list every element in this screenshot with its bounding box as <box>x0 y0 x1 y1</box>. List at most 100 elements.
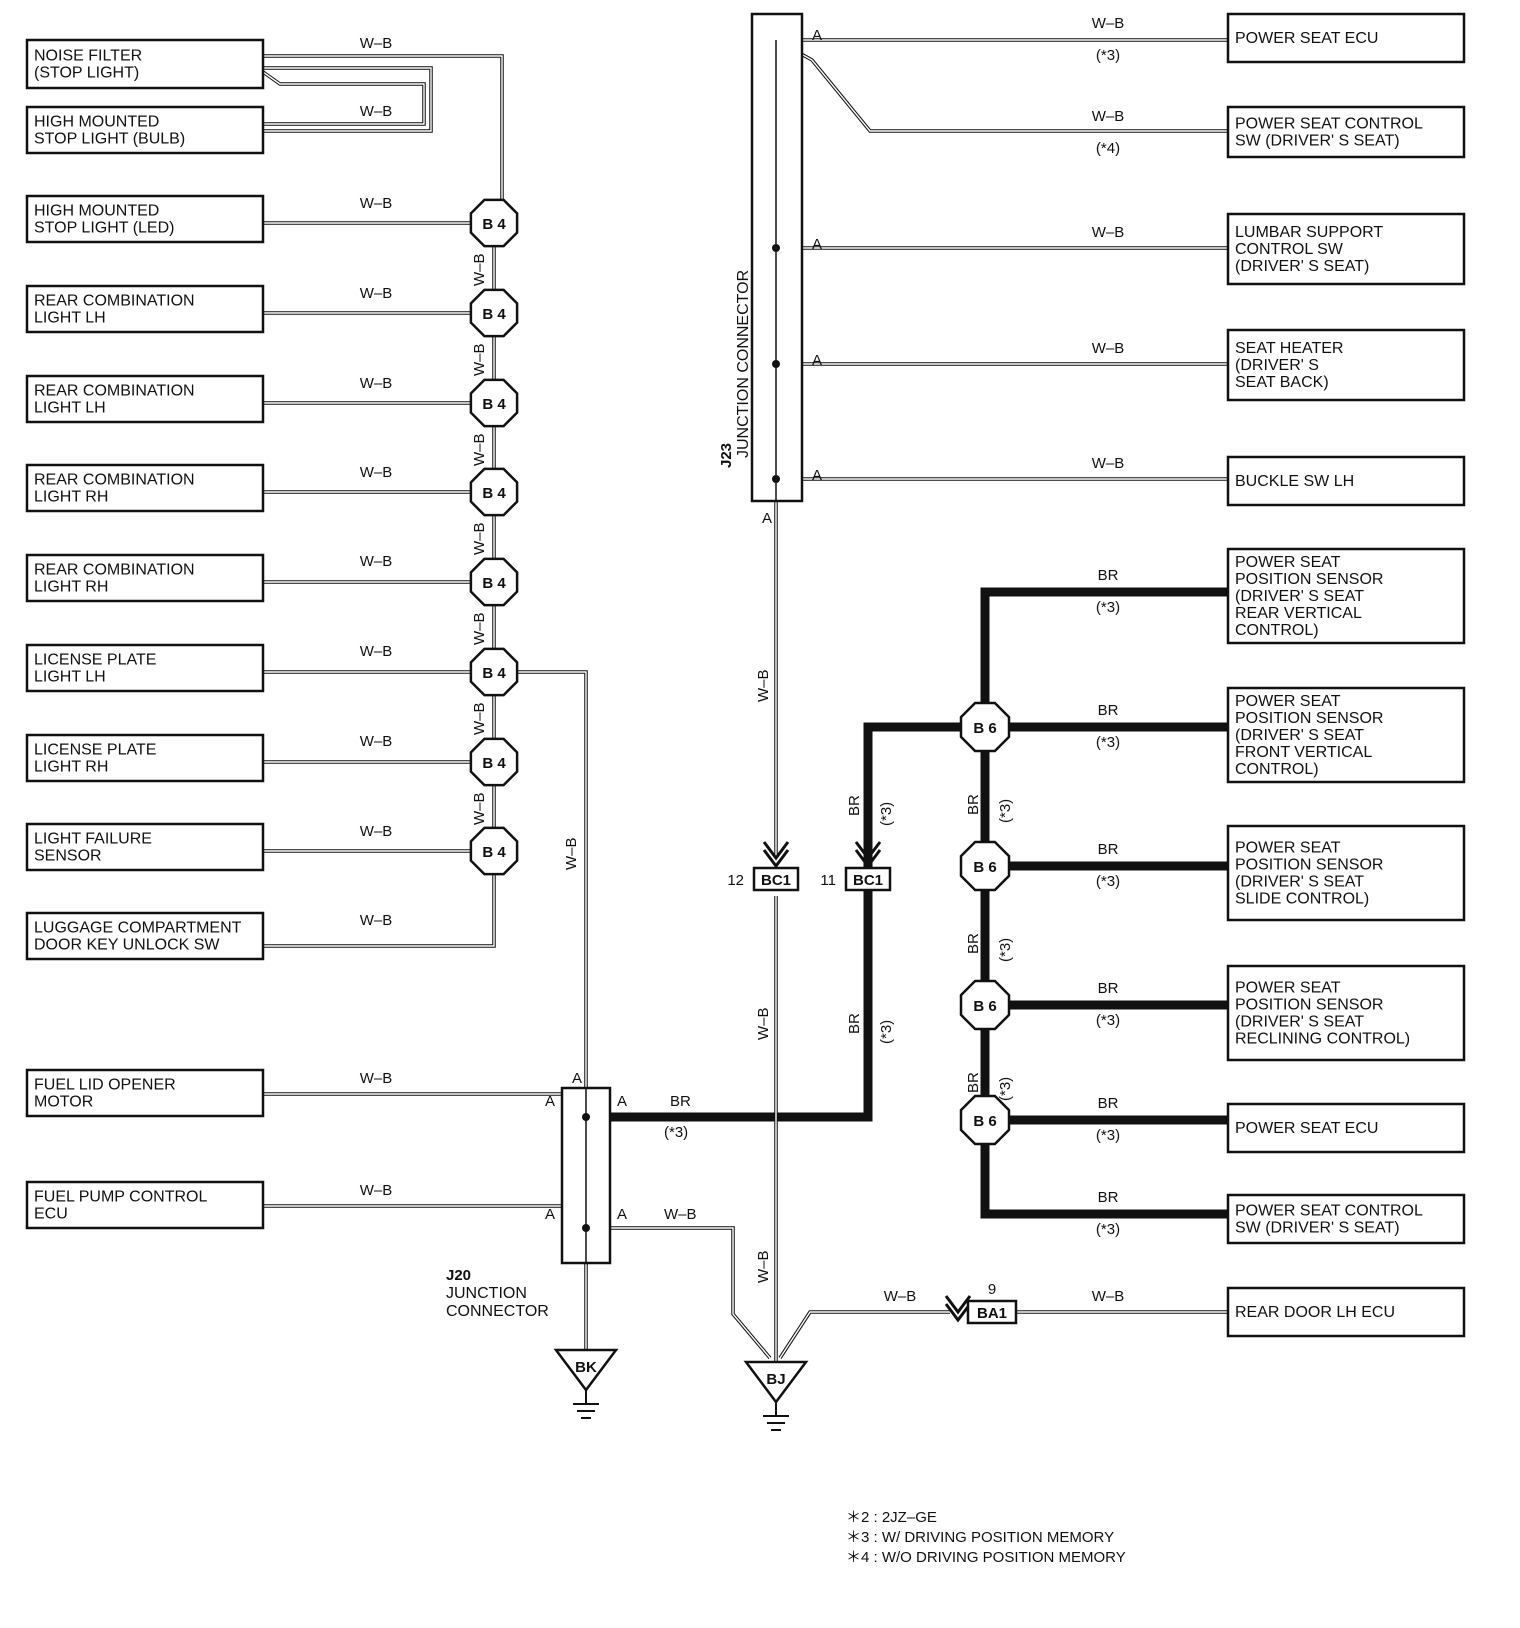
right-wire-label: W–B <box>1092 340 1125 357</box>
j20-wb-label: W–B <box>664 1206 697 1223</box>
left-wire-label: W–B <box>360 464 393 481</box>
splice-b6-label: B 6 <box>973 720 996 737</box>
wire-b4-trunk-core <box>263 223 495 947</box>
right-wire-note: (*3) <box>1096 47 1120 64</box>
wire-right-1 <box>775 38 1228 133</box>
connector-ba1 <box>966 1299 1018 1325</box>
right-component-box-line: CONTROL) <box>1235 622 1319 639</box>
b4-trunk-label: W–B <box>471 702 488 735</box>
splice-b4 <box>469 647 519 697</box>
right-component-box-line: REAR VERTICAL <box>1235 605 1362 622</box>
right-component-box <box>1226 1102 1466 1154</box>
j20-vertical-label: W–B <box>563 837 580 870</box>
wire-bulb-loop-2-core <box>262 71 425 125</box>
right-component-box-line: SEAT BACK) <box>1235 374 1329 391</box>
left-wire-label: W–B <box>360 1182 393 1199</box>
j20-pin-right: A <box>617 1093 627 1110</box>
left-component-box <box>25 38 265 90</box>
right-component-box <box>1226 1286 1466 1338</box>
left-component-box-line: STOP LIGHT (BULB) <box>34 131 185 148</box>
wire-bj-to-ba1-core <box>779 1311 950 1359</box>
right-component-box-line: CONTROL) <box>1235 761 1319 778</box>
left-component-box-line: LICENSE PLATE <box>34 742 156 759</box>
right-wire-note: (*4) <box>1096 140 1120 157</box>
ground-bk <box>553 1348 619 1393</box>
splice-b6 <box>959 701 1011 753</box>
connector-bc1-12 <box>752 866 800 892</box>
right-br-note: (*3) <box>1096 873 1120 890</box>
right-component-box <box>1226 824 1466 922</box>
bj-up-label: W–B <box>755 1250 772 1283</box>
left-component-box-line: FUEL LID OPENER <box>34 1077 176 1094</box>
left-component-box <box>25 911 265 961</box>
wires-layer <box>261 38 1228 1362</box>
ba1-name: BA1 <box>977 1305 1007 1322</box>
right-br-label: BR <box>1098 702 1119 719</box>
splice-b4 <box>469 467 519 517</box>
right-component-box-line: POWER SEAT <box>1235 840 1341 857</box>
left-component-box <box>25 1068 265 1118</box>
left-component-box-line: REAR COMBINATION <box>34 383 195 400</box>
right-br-note: (*3) <box>1096 734 1120 751</box>
right-wire-label: W–B <box>1092 108 1125 125</box>
left-component-box-line: LIGHT RH <box>34 759 108 776</box>
left-component-box-line: LUGGAGE COMPARTMENT <box>34 920 242 937</box>
bc1-11-note-down: (*3) <box>878 1020 895 1044</box>
b4-trunk-label: W–B <box>471 792 488 825</box>
ba1-pin: 9 <box>988 1281 996 1298</box>
left-wire-label: W–B <box>360 195 393 212</box>
right-component-box-line: REAR DOOR LH ECU <box>1235 1304 1395 1321</box>
ground-bj-label: BJ <box>766 1371 785 1388</box>
right-br-label: BR <box>1098 841 1119 858</box>
right-component-box-line: CONTROL SW <box>1235 241 1344 258</box>
b6-trunk-note: (*3) <box>997 799 1014 823</box>
b4-trunk-label: W–B <box>471 433 488 466</box>
wire-right-1-core <box>775 39 1228 132</box>
bc1-12-pin: 12 <box>727 872 744 889</box>
left-wire-label: W–B <box>360 912 393 929</box>
labels-layer: NOISE FILTER(STOP LIGHT)HIGH MOUNTEDSTOP… <box>34 15 1423 1566</box>
left-component-box-line: HIGH MOUNTED <box>34 203 159 220</box>
right-component-box-line: POWER SEAT CONTROL <box>1235 116 1423 133</box>
right-component-box <box>1226 547 1466 645</box>
splice-b6 <box>959 979 1011 1031</box>
wire-j20-br <box>610 722 966 1122</box>
right-component-box-line: (DRIVER' S SEAT) <box>1235 258 1369 275</box>
rear-door-wire-label: W–B <box>1092 1288 1125 1305</box>
right-component-box-line: (DRIVER' S SEAT <box>1235 874 1364 891</box>
wire-j20-to-bj-core <box>610 1227 771 1359</box>
left-wire-label: W–B <box>360 643 393 660</box>
left-component-box <box>25 733 265 783</box>
j23-pin: A <box>812 352 822 369</box>
right-component-box-line: RECLINING CONTROL) <box>1235 1031 1410 1048</box>
b6-trunk-label: BR <box>965 794 982 815</box>
bc1-11-pin: 11 <box>820 872 836 889</box>
left-wire-label: W–B <box>360 103 393 120</box>
bc1-11-arrow-2 <box>854 849 882 869</box>
right-component-box-line: SEAT HEATER <box>1235 340 1343 357</box>
j20-pin-right2: A <box>617 1206 627 1223</box>
left-wire-label: W–B <box>360 285 393 302</box>
j23-pin: A <box>812 467 822 484</box>
bj-ba1-label: W–B <box>884 1288 917 1305</box>
right-component-box-line: BUCKLE SW LH <box>1235 473 1354 490</box>
right-component-box <box>1226 105 1466 159</box>
bc1-11-note-up: (*3) <box>878 802 895 826</box>
j20-pin-left: A <box>545 1093 555 1110</box>
splice-b4-label: B 4 <box>482 306 506 323</box>
j23-pin-bottom: A <box>762 510 772 527</box>
splice-b4-label: B 4 <box>482 665 506 682</box>
right-br-label: BR <box>1098 980 1119 997</box>
splice-b4 <box>469 288 519 338</box>
splice-b6-label: B 6 <box>973 859 996 876</box>
left-wire-label: W–B <box>360 375 393 392</box>
left-wire-label: W–B <box>360 733 393 750</box>
right-component-box-line: POWER SEAT <box>1235 693 1341 710</box>
j20-br-note: (*3) <box>664 1124 688 1141</box>
right-br-note: (*3) <box>1096 1127 1120 1144</box>
bc1-12-name: BC1 <box>761 872 791 889</box>
j20-br-label: BR <box>670 1093 691 1110</box>
right-component-box <box>1226 964 1466 1062</box>
right-br-note: (*3) <box>1096 599 1120 616</box>
splice-b6 <box>959 840 1011 892</box>
